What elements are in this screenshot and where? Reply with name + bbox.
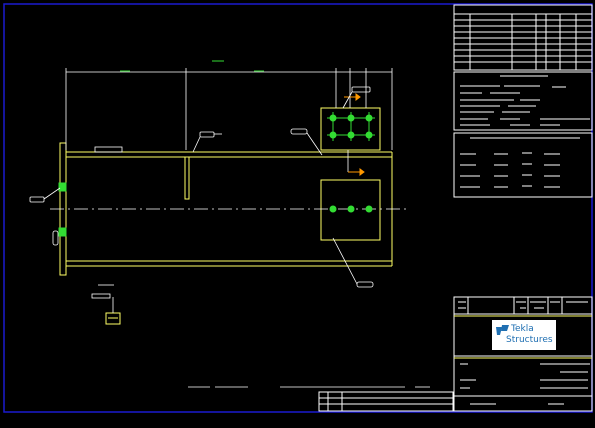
tekla-mark-icon [496,325,509,335]
callouts [29,86,430,388]
splice-plate-lower [320,179,381,241]
beam-view [59,107,393,325]
title-block [453,296,593,412]
section-arrows [344,93,365,176]
title-block-accents [454,315,592,359]
sheet-outer-border [3,3,593,413]
material-list [453,132,593,198]
bolt-group [58,60,375,237]
notes-block [453,71,593,131]
bottom-info-table [318,391,454,412]
logo-brand-line2: Structures [506,335,553,345]
web-stiffener [184,156,190,200]
revision-table [453,4,593,71]
logo-brand-line1: Tekla [511,324,534,334]
tekla-logo: Tekla Structures [492,320,556,350]
splice-plate-upper [320,107,381,151]
dimension-lines [65,68,393,172]
